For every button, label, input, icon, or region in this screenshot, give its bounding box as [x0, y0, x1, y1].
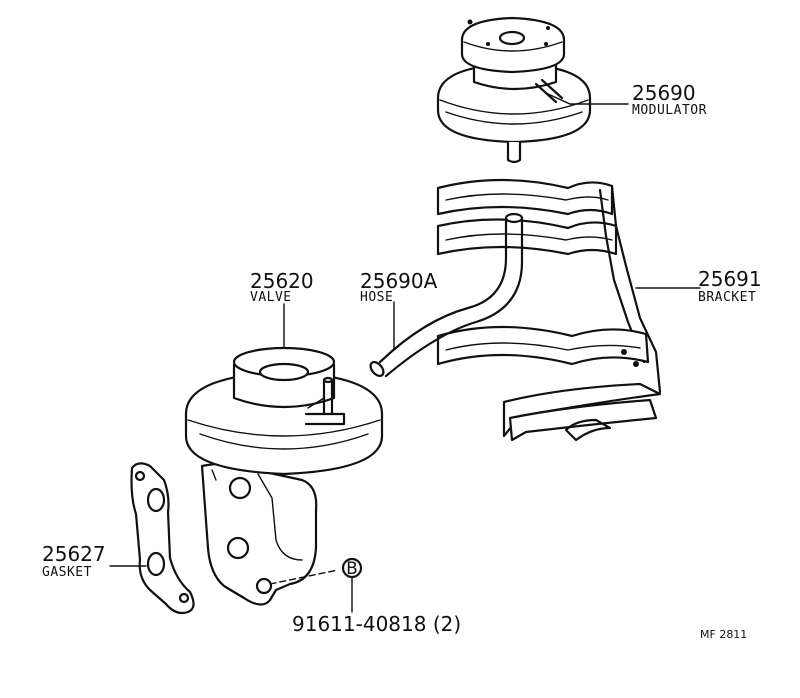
- bolt-dashed-line: [269, 569, 339, 585]
- diagram-reference-code: MF 2811: [700, 628, 747, 641]
- bracket-drawing: [436, 178, 662, 442]
- gasket-drawing: [130, 462, 195, 615]
- bracket-part-number: 25691: [698, 267, 762, 291]
- valve-drawing: [184, 346, 384, 606]
- bolt-marker-letter: B: [346, 559, 358, 579]
- bracket-part-name: BRACKET: [698, 290, 756, 305]
- valve-part-name: VALVE: [250, 290, 292, 305]
- bolt-part-number: 91611-40818 (2): [292, 612, 461, 636]
- bolt-marker-circle: [341, 557, 363, 579]
- gasket-part-number: 25627: [42, 542, 106, 566]
- hose-part-number: 25690A: [360, 269, 438, 293]
- hose-drawing: [369, 212, 524, 378]
- modulator-drawing: [436, 16, 592, 164]
- valve-part-number: 25620: [250, 269, 314, 293]
- hose-part-name: HOSE: [360, 290, 393, 305]
- leader-modulator: [547, 93, 629, 105]
- gasket-part-name: GASKET: [42, 565, 92, 580]
- modulator-part-number: 25690: [632, 81, 696, 105]
- modulator-part-name: MODULATOR: [632, 103, 707, 118]
